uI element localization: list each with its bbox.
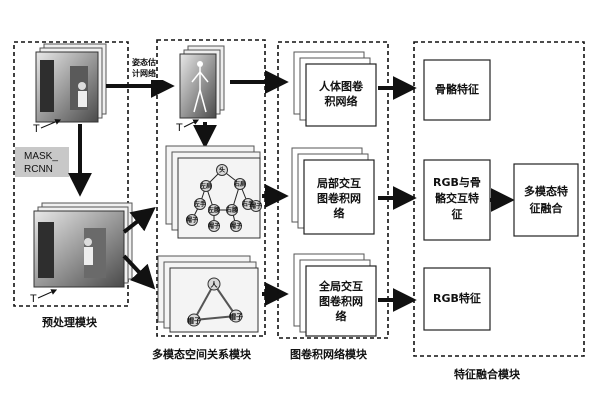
human-gcn-label-1: 人体图卷: [319, 79, 364, 93]
global-gcn-label-1: 全局交互: [318, 279, 363, 293]
global-graph-nodes: [187, 277, 243, 327]
time-axis-arrow: [37, 289, 58, 299]
node-label: 帽子: [187, 316, 201, 325]
rgb-skeleton-label-1: RGB与骨: [433, 176, 481, 189]
multimodal-fusion-label-1: 多模态特: [524, 184, 568, 198]
skeleton-feature-label: 骨骼特征: [435, 82, 479, 96]
raw-frame-stack: [35, 43, 107, 123]
global-gcn-label-3: 络: [336, 309, 347, 323]
node-label: 左肩: [199, 182, 212, 190]
local-gcn-label-2: 图卷积网: [317, 191, 361, 205]
node-label: 左手: [193, 200, 206, 208]
skeleton-node-labels: 左肩 头 右肩 左手 左腰 右腰 右手 帽子 帽子 帽子 帽子: [186, 166, 262, 230]
node-label: 帽子: [250, 202, 262, 210]
spatial-module-title: 多模态空间关系模块: [152, 347, 252, 361]
node-label: 帽子: [229, 312, 243, 321]
node-label: 左腰: [207, 206, 220, 214]
human-gcn-stack: [293, 51, 377, 127]
skeleton-graph-nodes: [186, 164, 262, 232]
rgb-feature-box: [423, 267, 491, 331]
fusion-module-frame: [413, 41, 585, 357]
node-label: 右腰: [225, 206, 238, 214]
global-graph-stack: [157, 255, 259, 333]
time-axis-arrow: [40, 119, 62, 129]
pose-label-2: 计网络: [132, 68, 156, 78]
global-gcn-label-2: 图卷积网: [319, 294, 363, 308]
preprocess-time-label-top: T: [33, 123, 40, 135]
node-label: 帽子: [186, 216, 198, 224]
multimodal-fusion-label-2: 征融合: [530, 201, 564, 215]
rgb-skeleton-label-2: 骼交互特: [435, 191, 479, 205]
spatial-time-label: T: [176, 122, 183, 134]
preprocess-time-label-bottom: T: [30, 293, 37, 305]
local-gcn-label-1: 局部交互: [316, 176, 361, 190]
mask-rcnn-label-1: MASK_: [24, 151, 58, 162]
pose-label-1: 姿态估: [132, 57, 156, 67]
local-gcn-label-3: 络: [334, 206, 345, 220]
rgb-skeleton-feature-box: [423, 159, 491, 241]
preprocess-module-frame: [13, 41, 129, 307]
fusion-module-title: 特征融合模块: [454, 367, 521, 381]
node-label: 右肩: [233, 180, 246, 188]
pose-frame-stack: [179, 45, 225, 119]
time-axis-arrow: [183, 119, 200, 128]
rgb-skeleton-label-3: 征: [452, 207, 463, 221]
local-gcn-stack: [291, 147, 375, 235]
node-label: 人: [211, 280, 219, 289]
arrow-to-global-graph: [122, 254, 156, 290]
gcn-module-title: 图卷积网络模块: [290, 347, 368, 361]
segmented-frame-stack: [33, 202, 133, 288]
node-label: 帽子: [208, 222, 220, 230]
arrow-to-local-graph: [122, 207, 156, 234]
global-node-labels: 人 帽子 帽子: [187, 280, 243, 325]
human-gcn-label-2: 积网络: [325, 94, 358, 108]
mask-rcnn-label-box: [15, 147, 69, 177]
pose-label-box: [131, 56, 169, 80]
global-gcn-stack: [293, 253, 377, 337]
node-label: 头: [219, 166, 225, 174]
node-label: 帽子: [230, 222, 242, 230]
rgb-feature-label: RGB特征: [433, 291, 481, 305]
mask-rcnn-label-2: RCNN: [24, 164, 53, 175]
node-label: 右手: [241, 200, 254, 208]
skeleton-feature-box: [423, 59, 491, 121]
multimodal-fusion-box: [513, 163, 579, 237]
preprocess-module-title: 预处理模块: [42, 315, 98, 329]
